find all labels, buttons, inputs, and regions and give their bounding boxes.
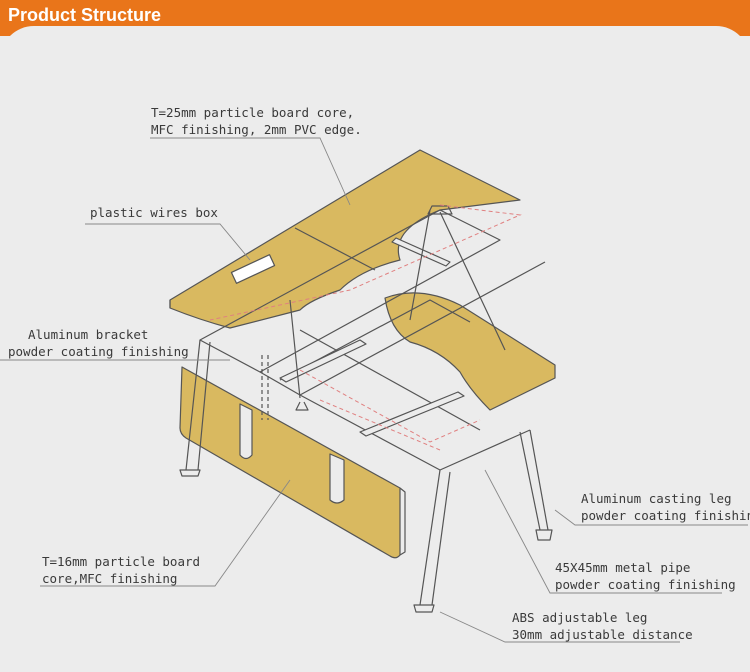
leader-modesty-panel <box>40 479 291 587</box>
wires-box-icon <box>230 254 276 284</box>
frame-rail <box>299 329 481 431</box>
leader-casting-leg <box>554 509 748 526</box>
leader-metal-pipe <box>484 469 722 594</box>
leg <box>409 205 506 351</box>
callout-line: powder coating finishing <box>581 508 750 523</box>
leg <box>413 469 451 613</box>
left-desktop <box>169 149 521 329</box>
callout-casting-leg: Aluminum casting leg powder coating fini… <box>581 490 750 524</box>
callout-line: T=25mm particle board core, <box>151 105 355 120</box>
callout-line: Aluminum bracket <box>28 327 149 342</box>
leader-top-board <box>150 137 351 206</box>
leader-wires-box <box>85 223 251 261</box>
callout-modesty-panel: T=16mm particle board core,MFC finishing <box>42 553 200 587</box>
callout-wires-box: plastic wires box <box>90 204 218 221</box>
frame-rail <box>279 299 471 381</box>
crossbar <box>279 339 367 383</box>
leg <box>179 339 211 477</box>
content-panel <box>0 26 750 672</box>
callout-line: powder coating finishing <box>8 344 189 359</box>
desktop-seam <box>294 227 376 271</box>
leader-adjustable-leg <box>439 611 680 643</box>
callout-line: plastic wires box <box>90 205 218 220</box>
callout-adjustable-leg: ABS adjustable leg 30mm adjustable dista… <box>512 609 693 643</box>
callout-line: 45X45mm metal pipe <box>555 560 691 575</box>
callout-line: powder coating finishing <box>555 577 736 592</box>
leg <box>519 429 553 541</box>
callout-bracket: Aluminum bracket powder coating finishin… <box>8 326 189 360</box>
callout-line: MFC finishing, 2mm PVC edge. <box>151 122 362 137</box>
callout-line: T=16mm particle board <box>42 554 201 569</box>
frame-rail <box>199 209 501 373</box>
callout-line: 30mm adjustable distance <box>512 627 693 642</box>
callout-line: core,MFC finishing <box>42 571 178 586</box>
callout-line: Aluminum casting leg <box>581 491 732 506</box>
callout-line: ABS adjustable leg <box>512 610 648 625</box>
callout-top-board: T=25mm particle board core, MFC finishin… <box>151 104 362 138</box>
callout-metal-pipe: 45X45mm metal pipe powder coating finish… <box>555 559 736 593</box>
leg <box>289 299 309 411</box>
modesty-panel <box>179 366 401 559</box>
panel-bracket-right <box>329 453 345 504</box>
panel-bracket-left <box>239 403 253 460</box>
page-title: Product Structure <box>8 5 162 25</box>
right-desktop <box>384 292 556 411</box>
crossbar <box>359 391 465 437</box>
